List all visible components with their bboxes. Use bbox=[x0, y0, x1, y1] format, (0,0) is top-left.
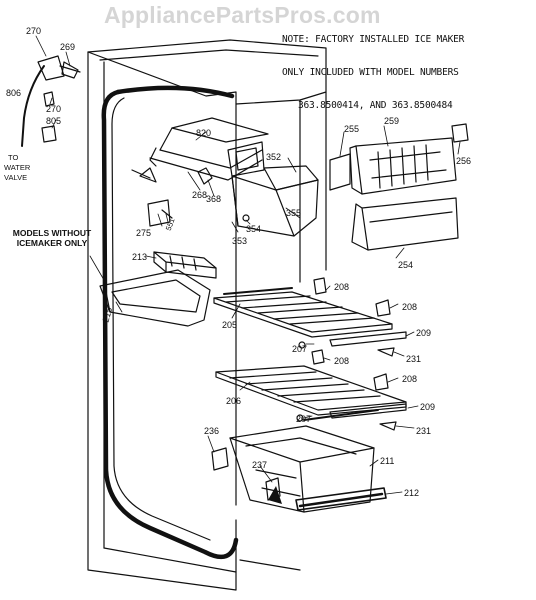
note-line-3: 363.8500414, AND 363.8500484 bbox=[298, 100, 453, 111]
bracket-236-part bbox=[211, 447, 229, 471]
clip-368-part bbox=[197, 167, 213, 185]
rail-209-upper bbox=[329, 331, 407, 347]
support-208-mid bbox=[311, 349, 325, 365]
ice-bucket-355 bbox=[231, 165, 319, 237]
bracket-237-part bbox=[265, 477, 281, 501]
bracket-275-part bbox=[147, 199, 171, 227]
support-208-upper-right bbox=[375, 299, 391, 317]
chute-cover-254 bbox=[351, 197, 459, 251]
label-209-a: 209 bbox=[416, 328, 431, 338]
label-820: 820 bbox=[196, 128, 211, 138]
label-207-a: 207 bbox=[292, 344, 307, 354]
stud-207-upper bbox=[298, 341, 306, 349]
label-212: 212 bbox=[404, 488, 419, 498]
label-256: 256 bbox=[456, 156, 471, 166]
label-213: 213 bbox=[132, 252, 147, 262]
label-209-b: 209 bbox=[420, 402, 435, 412]
water-valve-line1: TO bbox=[8, 153, 18, 162]
note-line-1: NOTE: FACTORY INSTALLED ICE MAKER bbox=[282, 34, 465, 45]
switch-256-part bbox=[451, 123, 469, 143]
label-352: 352 bbox=[266, 152, 281, 162]
part-labels: 270 269 806 270 805 820 255 259 256 352 … bbox=[4, 26, 471, 498]
label-215: 215 bbox=[101, 306, 115, 323]
label-205: 205 bbox=[222, 320, 237, 330]
water-valve-line2: WATER bbox=[4, 163, 31, 172]
label-237: 237 bbox=[252, 460, 267, 470]
door-gasket-top bbox=[115, 85, 235, 99]
label-254: 254 bbox=[398, 260, 413, 270]
label-368: 368 bbox=[206, 194, 221, 204]
fitting-805-part bbox=[41, 125, 57, 143]
label-275: 275 bbox=[136, 228, 151, 238]
rail-209-lower bbox=[329, 403, 407, 419]
label-268: 268 bbox=[192, 190, 207, 200]
label-231-a: 231 bbox=[406, 354, 421, 364]
shelf-206 bbox=[215, 365, 407, 421]
front-rail-212 bbox=[295, 487, 387, 511]
label-353: 353 bbox=[232, 236, 247, 246]
label-211: 211 bbox=[380, 456, 394, 466]
label-551: 551 bbox=[164, 217, 177, 232]
support-208-lower-right bbox=[373, 373, 389, 391]
fitting-270-part bbox=[43, 91, 55, 107]
label-354: 354 bbox=[246, 224, 261, 234]
models-without-icemaker-callout: MODELS WITHOUT ICEMAKER ONLY bbox=[12, 228, 92, 248]
label-208-b: 208 bbox=[402, 302, 417, 312]
label-231-b: 231 bbox=[416, 426, 431, 436]
water-line-806 bbox=[21, 55, 81, 147]
water-valve-line3: VALVE bbox=[4, 173, 27, 182]
basket-211 bbox=[229, 425, 375, 513]
leader-lines bbox=[35, 35, 461, 495]
label-805: 805 bbox=[46, 116, 61, 126]
label-255: 255 bbox=[344, 124, 359, 134]
label-207-b: 207 bbox=[296, 414, 311, 424]
screw-551-part bbox=[161, 209, 173, 219]
support-208-upper-left bbox=[313, 277, 327, 295]
ice-bin-215 bbox=[99, 269, 211, 327]
triangle-mark-237 bbox=[268, 486, 282, 504]
label-269: 269 bbox=[60, 42, 75, 52]
label-270-top: 270 bbox=[26, 26, 41, 36]
label-236: 236 bbox=[204, 426, 219, 436]
label-259: 259 bbox=[384, 116, 399, 126]
clip-231-upper bbox=[377, 347, 395, 357]
label-270-lower: 270 bbox=[46, 104, 61, 114]
shelf-205 bbox=[213, 287, 393, 338]
label-206: 206 bbox=[226, 396, 241, 406]
note-block: NOTE: FACTORY INSTALLED ICE MAKER ONLY I… bbox=[282, 12, 532, 122]
label-208-d: 208 bbox=[402, 374, 417, 384]
panel-255-part bbox=[329, 153, 351, 191]
door-gasket-inner bbox=[111, 97, 211, 541]
stud-207-lower bbox=[296, 414, 304, 422]
label-806: 806 bbox=[6, 88, 21, 98]
door-gasket bbox=[101, 89, 239, 560]
label-355: 355 bbox=[286, 208, 301, 218]
ice-maker-assembly bbox=[131, 117, 269, 183]
ice-chute-259 bbox=[349, 137, 457, 195]
label-208-a: 208 bbox=[334, 282, 349, 292]
watermark: AppliancePartsPros.com bbox=[104, 2, 381, 28]
note-line-2: ONLY INCLUDED WITH MODEL NUMBERS bbox=[282, 67, 459, 78]
label-208-c: 208 bbox=[334, 356, 349, 366]
clip-231-lower bbox=[379, 421, 397, 431]
